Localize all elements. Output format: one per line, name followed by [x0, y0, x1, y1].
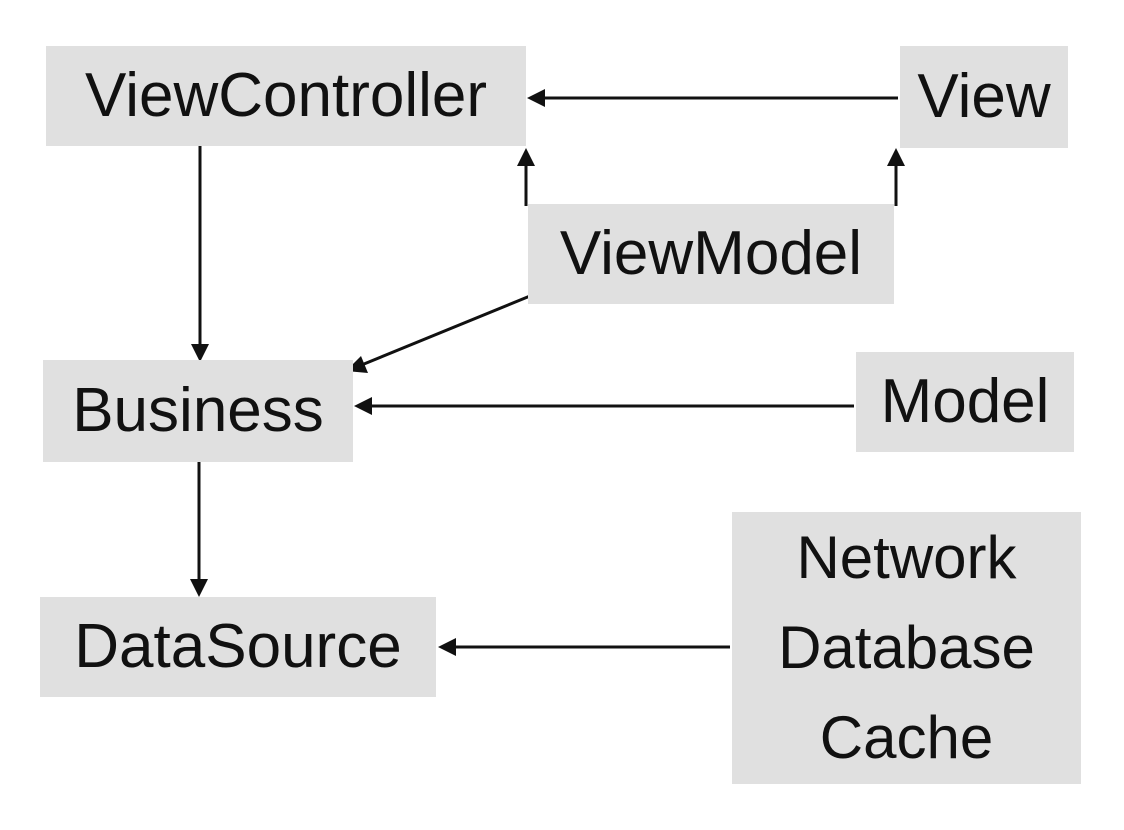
- view-label: View: [917, 62, 1051, 131]
- viewcontroller-node: ViewController: [46, 46, 526, 146]
- datasource-label: DataSource: [74, 612, 402, 681]
- edge-model-to-business: [354, 397, 854, 415]
- database-label: Database: [778, 614, 1035, 681]
- datasource-node: DataSource: [40, 597, 436, 697]
- business-label: Business: [72, 376, 324, 445]
- view-node: View: [900, 46, 1068, 148]
- network-label: Network: [796, 524, 1017, 591]
- business-node: Business: [43, 360, 353, 462]
- edge-viewmodel-to-view: [887, 148, 905, 206]
- model-label: Model: [880, 367, 1050, 436]
- viewcontroller-label: ViewController: [84, 61, 488, 130]
- edge-view-to-viewcontroller: [527, 89, 898, 107]
- edge-viewmodel-to-business: [346, 294, 531, 373]
- model-node: Model: [856, 352, 1074, 452]
- viewmodel-node: ViewModel: [528, 204, 894, 304]
- network-database-cache-node: Network Database Cache: [732, 512, 1081, 784]
- viewmodel-label: ViewModel: [559, 219, 863, 288]
- edge-business-to-datasource: [190, 462, 208, 597]
- edge-viewmodel-to-viewcontroller: [517, 148, 535, 206]
- edge-viewcontroller-to-business: [191, 146, 209, 362]
- cache-label: Cache: [819, 704, 994, 771]
- edge-network-to-datasource: [438, 638, 730, 656]
